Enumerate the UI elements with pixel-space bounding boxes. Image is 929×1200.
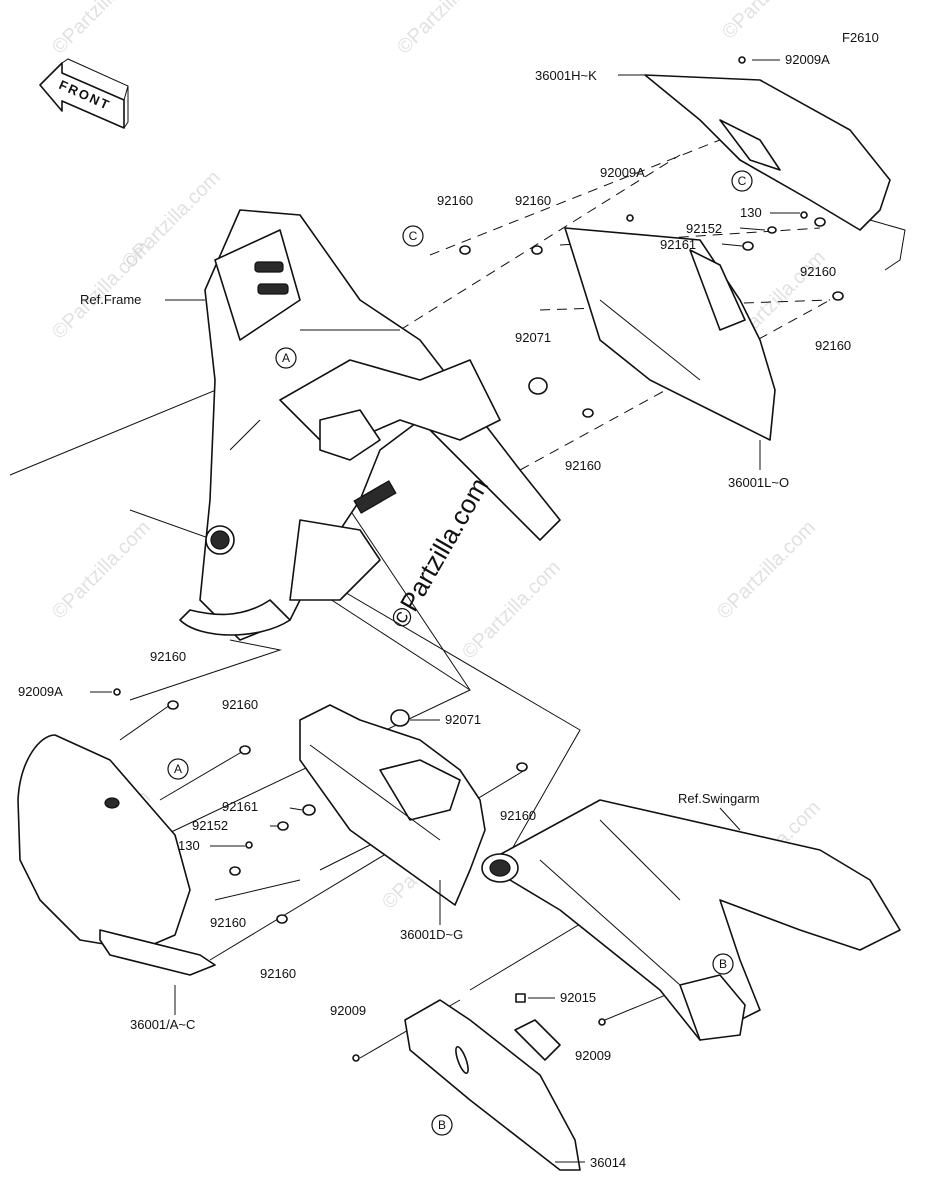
label-92160-b: 92160 [515,193,551,208]
label-92009-left: 92009 [330,1003,366,1018]
label-92009-right: 92009 [575,1048,611,1063]
diagram-code: F2610 [842,30,879,45]
watermark-tile: ©Partzilla.com [458,557,565,664]
watermark-tile: ©Partzilla.com [48,517,155,624]
label-92160-g: 92160 [222,697,258,712]
label-36001L-O: 36001L~O [728,475,789,490]
label-92160-a: 92160 [437,193,473,208]
label-92161-left: 92161 [222,799,258,814]
label-92015: 92015 [560,990,596,1005]
chain-guard-36014 [404,999,581,1171]
cover-36001-A-C [17,734,216,976]
label-92009A-left: 92009A [18,684,63,699]
label-92160-h: 92160 [500,808,536,823]
label-ref-swingarm: Ref.Swingarm [678,791,760,806]
cover-36001H-K [644,74,906,271]
label-130-right: 130 [740,205,762,220]
label-92009A-top: 92009A [785,52,830,67]
watermark-tile: ©Partzilla.com [713,517,820,624]
callout-c-upper: C [402,225,424,247]
fasteners [113,56,844,1062]
svg-text:B: B [438,1118,446,1132]
svg-text:B: B [719,957,727,971]
label-92160-e: 92160 [565,458,601,473]
label-92152-left: 92152 [192,818,228,833]
label-36001-A-C: 36001/A~C [130,1017,195,1032]
watermark-tile: ©Partzilla.com [118,167,225,274]
label-36001D-G: 36001D~G [400,927,463,942]
cover-36001D-G [299,704,486,906]
label-92152-right: 92152 [686,221,722,236]
callout-c-lower: C [731,170,753,192]
frame-assembly [179,209,561,641]
label-92161-right: 92161 [660,237,696,252]
swingarm-assembly [481,799,901,1041]
callout-b-upper: B [712,953,734,975]
watermark-tile: ©Partzilla.com [393,0,500,59]
front-arrow-icon: FRONT [39,58,129,129]
label-leaders [90,59,800,1163]
center-watermark: ©Partzilla.com [384,473,494,633]
label-92160-d: 92160 [815,338,851,353]
label-92071-right: 92071 [515,330,551,345]
label-36001H-K: 36001H~K [535,68,597,83]
label-92160-j: 92160 [260,966,296,981]
watermark-tile: ©Partzilla.com [48,0,155,59]
callout-a-upper: A [275,347,297,369]
svg-text:C: C [409,229,418,243]
svg-text:C: C [738,174,747,188]
label-92160-c: 92160 [800,264,836,279]
svg-text:A: A [174,762,182,776]
label-92160-f: 92160 [150,649,186,664]
label-ref-frame: Ref.Frame [80,292,141,307]
label-92071-left: 92071 [445,712,481,727]
label-130-left: 130 [178,838,200,853]
label-36014: 36014 [590,1155,626,1170]
svg-text:A: A [282,351,290,365]
callout-a-lower: A [167,758,189,780]
label-92160-i: 92160 [210,915,246,930]
label-92009A-right: 92009A [600,165,645,180]
part-label-layer: 92009A 36001H~K 92009A 92160 92160 130 9… [18,52,851,1170]
callout-b-lower: B [431,1114,453,1136]
cover-36001L-O [564,227,776,441]
watermark-tile: ©Partzilla.com [718,0,825,44]
